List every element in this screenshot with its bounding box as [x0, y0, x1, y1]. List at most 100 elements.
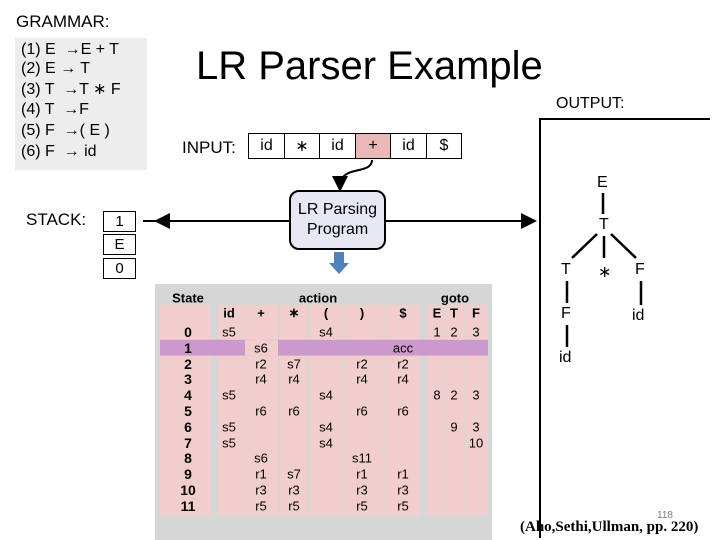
- table-cell: r1: [356, 466, 368, 482]
- table-cell: s4: [319, 419, 333, 435]
- table-col-header: T: [450, 305, 458, 321]
- table-cell: s7: [287, 466, 301, 482]
- table-state-number: 10: [180, 481, 196, 498]
- table-cell: r4: [288, 371, 300, 387]
- grammar-rule-5: (5) F →( E ): [21, 122, 110, 139]
- table-cell: s4: [319, 387, 333, 403]
- stack-cell-bottom: 0: [103, 258, 136, 279]
- table-cell: 1: [433, 324, 441, 340]
- table-cell: r6: [356, 403, 368, 419]
- tree-node-f-right: F: [635, 261, 645, 278]
- stack-label: STACK:: [26, 210, 87, 229]
- table-cell: s4: [319, 435, 333, 450]
- page-number: 118: [657, 510, 673, 521]
- table-cell: r2: [356, 356, 368, 371]
- table-col-header: F: [472, 305, 480, 321]
- table-state-number: 4: [184, 387, 192, 404]
- table-col-header: (: [323, 305, 329, 321]
- output-label: OUTPUT:: [556, 95, 625, 112]
- table-state-number: 5: [184, 402, 192, 419]
- input-to-program-arrow: [331, 159, 373, 192]
- tree-node-t: T: [561, 261, 571, 278]
- grammar-rule-2: (2) E → T: [21, 60, 91, 77]
- table-state-number: 3: [184, 371, 192, 388]
- table-cell: acc: [392, 340, 414, 356]
- program-label-line1: LR Parsing: [297, 201, 378, 218]
- table-header-goto: goto: [440, 290, 470, 306]
- tree-node-f-left: F: [561, 305, 571, 322]
- table-cell: r1: [397, 466, 409, 482]
- program-to-table-arrow: [329, 252, 349, 274]
- program-label-line2: Program: [306, 221, 369, 238]
- table-cell: r6: [255, 403, 267, 419]
- table-cell: 2: [450, 324, 458, 340]
- table-cell: r6: [397, 403, 409, 419]
- table-cell: s4: [319, 324, 333, 340]
- tree-node-e: E: [597, 174, 608, 191]
- table-column-bg: [427, 305, 444, 516]
- table-cell: r5: [397, 498, 409, 514]
- tree-node-times: ∗: [598, 264, 612, 281]
- stack-cell-top: 1: [103, 211, 136, 232]
- table-state-number: 8: [184, 450, 192, 467]
- table-state-number: 0: [184, 323, 192, 340]
- grammar-box: (1) E →E + T (2) E → T (3) T →T ∗ F (4) …: [15, 38, 147, 170]
- table-cell: r2: [397, 356, 409, 371]
- table-cell: r4: [356, 371, 368, 387]
- table-cell: 10: [468, 435, 484, 450]
- table-col-header: +: [257, 305, 265, 321]
- table-cell: 2: [450, 387, 458, 403]
- input-token-4: +: [355, 133, 391, 159]
- table-column-bg: [445, 305, 464, 516]
- table-cell: s5: [222, 435, 236, 450]
- highlighted-row: [160, 339, 488, 356]
- grammar-rule-1: (1) E →E + T: [21, 41, 119, 58]
- table-cell: r6: [288, 403, 300, 419]
- table-cell: r5: [255, 498, 267, 514]
- table-cell: 8: [433, 387, 441, 403]
- citation: (Aho,Sethi,Ullman, pp. 220): [520, 519, 699, 535]
- table-cell: s5: [222, 387, 236, 403]
- table-cell: r4: [397, 371, 409, 387]
- table-cell: s6: [254, 340, 268, 356]
- table-col-header: ): [359, 305, 365, 321]
- table-cell: r2: [255, 356, 267, 371]
- lr-parsing-program: LR Parsing Program: [289, 190, 386, 250]
- table-cell: r4: [255, 371, 267, 387]
- table-col-header: id: [223, 305, 235, 321]
- table-col-header: ∗: [288, 305, 300, 320]
- stack-cell-middle: E: [103, 234, 136, 255]
- table-cell: r3: [255, 482, 267, 498]
- table-cell: s6: [254, 450, 268, 466]
- table-col-header: E: [432, 305, 442, 321]
- table-col-header: $: [399, 305, 407, 321]
- tree-node-id-left: id: [559, 349, 572, 366]
- table-state-number: 7: [184, 434, 192, 451]
- table-cell: 3: [472, 324, 480, 340]
- page-title: LR Parser Example: [196, 44, 543, 88]
- table-cell: 3: [472, 387, 480, 403]
- highlighted-cell: [245, 339, 278, 356]
- table-cell: s11: [352, 450, 372, 466]
- table-column-bg: [465, 305, 488, 516]
- grammar-rule-6: (6) F → id: [21, 143, 97, 160]
- input-label: INPUT:: [182, 138, 236, 157]
- table-header-state: State: [172, 290, 204, 306]
- table-state-number: 9: [184, 466, 192, 483]
- table-cell: r3: [397, 482, 409, 498]
- table-cell: s5: [222, 419, 236, 435]
- table-state-number: 11: [180, 497, 196, 514]
- table-cell: r3: [288, 482, 300, 498]
- tree-node-t-root: T: [599, 216, 609, 233]
- table-header-action: action: [298, 290, 338, 306]
- table-state-number: 2: [184, 355, 192, 372]
- grammar-title: GRAMMAR:: [16, 12, 110, 31]
- table-state-number: 1: [184, 339, 192, 356]
- table-state-number: 6: [184, 418, 192, 435]
- input-token-6: $: [426, 133, 462, 159]
- table-cell: r1: [255, 466, 267, 482]
- table-cell: 9: [450, 419, 458, 435]
- table-cell: r5: [288, 498, 300, 514]
